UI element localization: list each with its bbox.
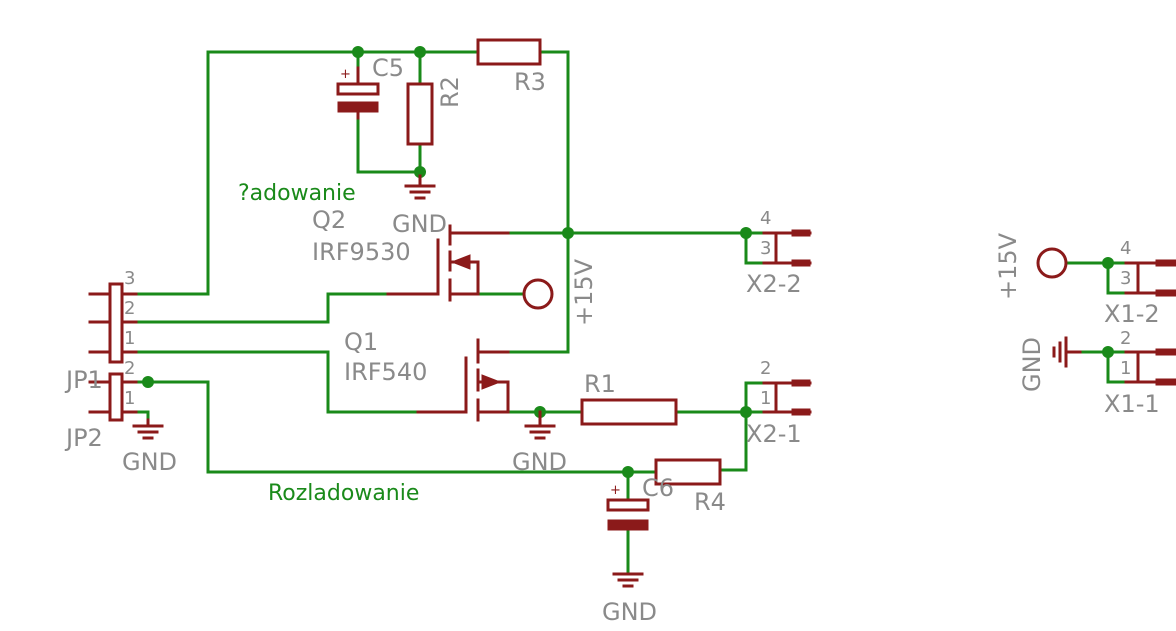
capacitor-c5: + [336, 66, 380, 120]
label-plus15v-mid: +15V [570, 258, 598, 326]
label-x1-2: X1-2 [1104, 300, 1160, 328]
resistor-r1 [580, 398, 678, 426]
label-c6: C6 [642, 474, 674, 502]
capacitor-c6: + [606, 483, 650, 531]
label-r2: R2 [436, 76, 464, 108]
connector-x2-2 [762, 229, 812, 267]
supply-circle-icon [522, 278, 554, 310]
label-c5: C5 [372, 54, 404, 82]
connector-jp2 [88, 372, 138, 422]
ground-icon [1052, 336, 1082, 368]
label-gnd-jp2: GND [122, 448, 177, 476]
connector-x1-1 [1124, 348, 1176, 386]
pin-number: 3 [1120, 268, 1131, 289]
label-jp1: JP1 [64, 366, 103, 394]
connector-x1-2 [1124, 259, 1176, 297]
resistor-r3 [476, 38, 542, 66]
svg-text:+: + [340, 67, 351, 82]
label-r4: R4 [694, 488, 726, 516]
pin-number: 1 [1120, 358, 1131, 379]
pin-number: 4 [760, 208, 771, 229]
pin-number: 3 [760, 238, 771, 259]
ground-icon [612, 572, 644, 588]
ground-icon [132, 418, 164, 440]
pin-number: 2 [1120, 328, 1131, 349]
label-gnd-c6: GND [602, 598, 657, 626]
svg-text:+: + [610, 483, 621, 498]
label-q2: Q2 [312, 206, 346, 234]
label-plus15v-right: +15V [994, 232, 1022, 300]
supply-circle-icon [1036, 247, 1068, 279]
resistor-r2 [406, 82, 434, 146]
ground-icon [404, 174, 436, 200]
pin-number: 4 [1120, 238, 1131, 259]
pin-number: 2 [124, 298, 135, 319]
pin-number: 2 [760, 358, 771, 379]
label-q1-type: IRF540 [344, 358, 427, 386]
junctions [142, 46, 1114, 478]
label-x2-2: X2-2 [746, 270, 802, 298]
label-r1: R1 [584, 370, 616, 398]
pin-number: 1 [760, 388, 771, 409]
label-q2-type: IRF9530 [312, 238, 411, 266]
label-q1: Q1 [344, 328, 378, 356]
ground-icon [524, 410, 556, 440]
label-gnd-q1: GND [512, 448, 567, 476]
net-label-charging: ?adowanie [238, 181, 356, 206]
label-x1-1: X1-1 [1104, 390, 1160, 418]
connector-jp1 [88, 282, 138, 364]
label-gnd-top: GND [392, 210, 447, 238]
label-jp2: JP2 [64, 424, 103, 452]
resistor-r4 [654, 458, 722, 486]
label-gnd-right: GND [1018, 337, 1046, 392]
pin-number: 1 [124, 388, 135, 409]
pin-number: 3 [124, 268, 135, 289]
pin-number: 1 [124, 328, 135, 349]
label-r3: R3 [514, 68, 546, 96]
mosfet-q1 [416, 338, 510, 422]
pin-number: 2 [124, 358, 135, 379]
connector-x2-1 [762, 379, 812, 416]
label-x2-1: X2-1 [746, 420, 802, 448]
net-label-discharging: Rozladowanie [268, 481, 419, 506]
mosfet-q2 [386, 224, 510, 302]
